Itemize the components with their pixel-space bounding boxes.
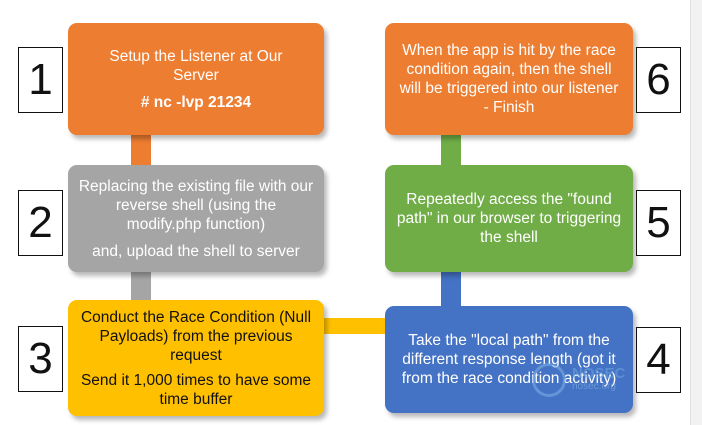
step-2-number: 2: [18, 190, 63, 256]
connector-3-4: [324, 318, 388, 334]
step-6-box: When the app is hit by the race conditio…: [385, 23, 633, 135]
watermark-subtitle: nosec.org: [572, 381, 616, 392]
step-1-text: Setup the Listener at Our Server: [109, 47, 283, 84]
connector-2-3: [131, 270, 151, 304]
step-2-text: Replacing the existing file with our rev…: [78, 177, 314, 233]
step-1-command: # nc -lvp 21234: [140, 93, 252, 111]
connector-4-5: [441, 270, 461, 308]
step-6-number: 6: [636, 47, 681, 113]
step-3-number: 3: [18, 326, 63, 392]
step-3-text-2: Send it 1,000 times to have some time bu…: [80, 371, 312, 408]
step-6-text: When the app is hit by the race conditio…: [399, 42, 619, 116]
step-4-number: 4: [636, 327, 681, 393]
watermark-title: NOSEC: [572, 365, 626, 382]
step-3-text: Conduct the Race Condition (Null Payload…: [80, 308, 312, 364]
step-5-text: Repeatedly access the "found path" in ou…: [396, 191, 622, 246]
step-2-text-2: and, upload the shell to server: [92, 242, 300, 260]
nosec-watermark: NOSEC nosec.org: [532, 360, 652, 400]
step-1-number: 1: [18, 47, 63, 113]
step-4-box: Take the "local path" from the different…: [385, 306, 633, 413]
connector-5-6: [441, 135, 461, 168]
connector-1-2: [131, 135, 151, 167]
step-5-number: 5: [636, 190, 681, 256]
step-4-text: Take the "local path" from the different…: [401, 332, 617, 387]
nosec-logo-icon: [532, 363, 566, 397]
step-1-box: Setup the Listener at Our Server # nc -l…: [68, 23, 324, 135]
vertical-scrollbar[interactable]: [690, 0, 702, 425]
step-3-box: Conduct the Race Condition (Null Payload…: [68, 300, 324, 416]
step-5-box: Repeatedly access the "found path" in ou…: [385, 165, 633, 272]
step-2-box: Replacing the existing file with our rev…: [68, 165, 324, 272]
